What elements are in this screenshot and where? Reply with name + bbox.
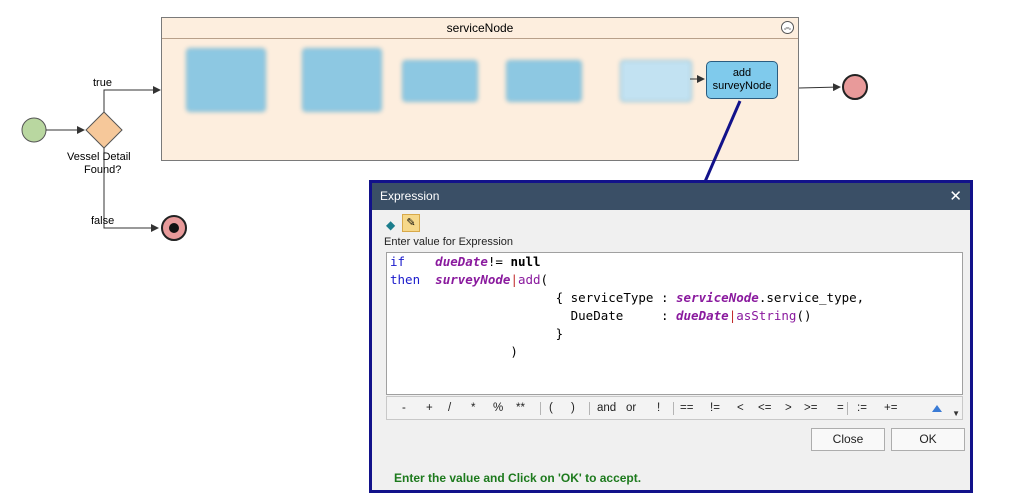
expression-editor[interactable]: if dueDate!= null then surveyNode|add( {… bbox=[386, 252, 963, 395]
code-line-3: { serviceType : serviceNode.service_type… bbox=[555, 290, 865, 305]
add-task-label-line2: surveyNode bbox=[712, 80, 772, 92]
operator-button[interactable]: % bbox=[493, 402, 504, 414]
operator-button[interactable]: > bbox=[785, 402, 792, 414]
operator-button[interactable]: ) bbox=[571, 402, 575, 414]
false-branch-label: false bbox=[91, 215, 115, 227]
operator-button[interactable]: < bbox=[737, 402, 744, 414]
operator-separator bbox=[589, 402, 590, 415]
collapse-icon[interactable]: ︽ bbox=[781, 21, 794, 34]
operator-button[interactable]: != bbox=[710, 402, 720, 414]
code-line-6: ) bbox=[510, 344, 518, 359]
gateway-label-line2: Found? bbox=[84, 164, 122, 176]
code-line-1: if dueDate!= null bbox=[390, 254, 541, 269]
operator-separator bbox=[540, 402, 541, 415]
operator-button[interactable]: ( bbox=[549, 402, 553, 414]
operator-button[interactable]: and bbox=[597, 402, 617, 414]
operator-button[interactable]: - bbox=[402, 402, 406, 414]
operator-button[interactable]: / bbox=[448, 402, 452, 414]
operator-button[interactable]: * bbox=[471, 402, 476, 414]
code-line-2: then surveyNode|add( bbox=[390, 272, 549, 287]
flow-service-to-end bbox=[798, 83, 841, 92]
true-branch-label: true bbox=[93, 77, 112, 89]
flow-false-branch bbox=[103, 148, 159, 232]
close-icon[interactable]: ✕ bbox=[949, 188, 962, 205]
operator-button[interactable]: = bbox=[837, 402, 844, 414]
add-task-label-line1: add bbox=[732, 67, 752, 79]
blurred-task-1 bbox=[186, 48, 266, 112]
blurred-task-2 bbox=[302, 48, 382, 112]
diamond-icon[interactable]: ◆ bbox=[386, 218, 396, 232]
dialog-title: Expression bbox=[380, 189, 440, 203]
operator-button[interactable]: == bbox=[680, 402, 694, 414]
scroll-end-icon[interactable]: ▼ bbox=[952, 409, 960, 418]
operator-button[interactable]: >= bbox=[804, 402, 818, 414]
close-button[interactable]: Close bbox=[811, 428, 885, 451]
operator-button[interactable]: ! bbox=[657, 402, 661, 414]
operator-button[interactable]: + bbox=[426, 402, 433, 414]
expression-dialog: Expression ✕ ◆ ✎ Enter value for Express… bbox=[369, 180, 973, 493]
blurred-task-4 bbox=[506, 60, 582, 102]
blurred-task-3 bbox=[402, 60, 478, 102]
operator-button[interactable]: ** bbox=[516, 402, 525, 414]
add-survey-node-task[interactable]: add surveyNode bbox=[706, 61, 778, 99]
code-line-5: } bbox=[555, 326, 564, 341]
gateway-label-line1: Vessel Detail bbox=[67, 151, 131, 163]
inner-flow-arrows bbox=[690, 75, 705, 83]
terminate-dot bbox=[169, 223, 179, 233]
ok-button[interactable]: OK bbox=[891, 428, 965, 451]
operator-separator bbox=[673, 402, 674, 415]
operator-button[interactable]: or bbox=[626, 402, 637, 414]
operator-button[interactable]: += bbox=[884, 402, 898, 414]
operator-button[interactable]: := bbox=[857, 402, 867, 414]
blurred-task-5 bbox=[620, 60, 692, 102]
dialog-titlebar[interactable]: Expression ✕ bbox=[372, 183, 970, 210]
expression-prompt-label: Enter value for Expression bbox=[384, 236, 514, 248]
service-node-title: serviceNode bbox=[162, 18, 798, 39]
operator-separator bbox=[847, 402, 848, 415]
wand-icon[interactable]: ✎ bbox=[402, 214, 420, 232]
service-node-subprocess[interactable]: serviceNode ︽ add surveyNode bbox=[161, 17, 799, 161]
scroll-up-icon[interactable] bbox=[932, 405, 942, 412]
code-line-4: DueDate : dueDate|asString() bbox=[570, 308, 812, 323]
operator-button[interactable]: <= bbox=[758, 402, 772, 414]
flow-true-branch bbox=[103, 86, 161, 112]
status-message: Enter the value and Click on 'OK' to acc… bbox=[394, 471, 642, 485]
end-event[interactable] bbox=[842, 74, 868, 100]
